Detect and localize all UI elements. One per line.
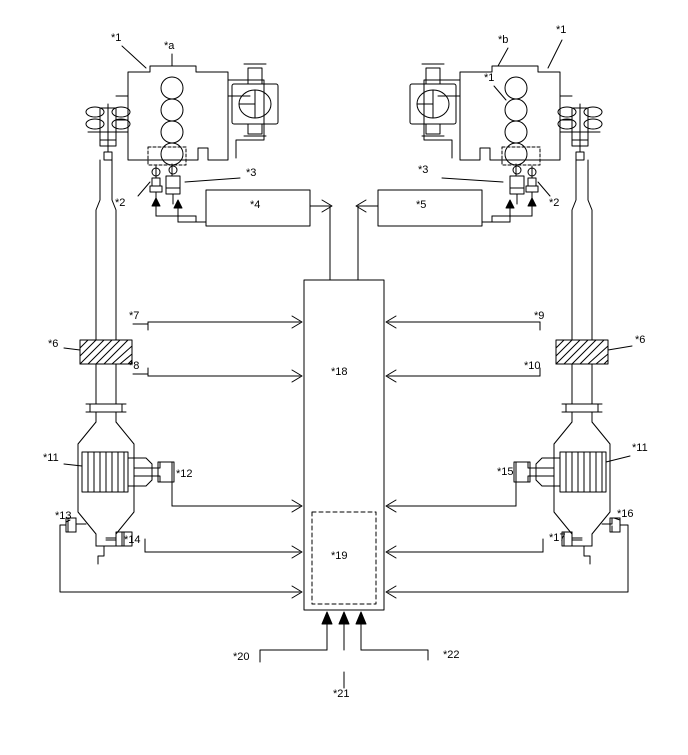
left-injector-group xyxy=(137,163,241,223)
label-15: *15 xyxy=(497,466,514,478)
label-18: *18 xyxy=(331,366,348,378)
right-turbocharger xyxy=(557,103,603,161)
label-19: *19 xyxy=(331,550,348,562)
box-4 xyxy=(205,189,311,227)
label-17: *17 xyxy=(549,532,566,544)
label-7: *7 xyxy=(129,310,140,322)
label-11-right: *11 xyxy=(632,442,648,454)
label-8: *8 xyxy=(129,360,140,372)
label-21: *21 xyxy=(333,688,350,700)
label-b: *b xyxy=(498,34,509,46)
left-turbocharger xyxy=(85,103,131,161)
label-2-left: *2 xyxy=(115,197,126,209)
label-22: *22 xyxy=(443,649,460,661)
label-9: *9 xyxy=(534,310,545,322)
left-engine-assembly xyxy=(85,63,279,331)
right-engine-assembly xyxy=(409,63,603,331)
label-12: *12 xyxy=(176,468,193,480)
label-a: *a xyxy=(164,40,175,52)
label-1-right: *1 xyxy=(556,24,567,36)
label-14: *14 xyxy=(124,534,141,546)
label-13: *13 xyxy=(55,510,72,522)
right-exhaust-line xyxy=(513,329,621,565)
label-11-left: *11 xyxy=(43,452,59,464)
label-1-left: *1 xyxy=(111,32,122,44)
ecu-inner-19 xyxy=(311,511,377,605)
label-3-right: *3 xyxy=(418,164,429,176)
right-injector-group xyxy=(441,163,551,223)
ecu-box-18 xyxy=(303,279,385,611)
label-20: *20 xyxy=(233,651,250,663)
label-1-center: *1 xyxy=(484,72,495,84)
label-10: *10 xyxy=(524,360,541,372)
label-16: *16 xyxy=(617,508,634,520)
label-6-left: *6 xyxy=(48,338,59,350)
label-3-left: *3 xyxy=(246,167,257,179)
label-2-right: *2 xyxy=(549,197,560,209)
label-5: *5 xyxy=(416,199,427,211)
label-4: *4 xyxy=(250,199,261,211)
left-exhaust-line xyxy=(65,329,175,565)
box-5 xyxy=(377,189,483,227)
label-6-right: *6 xyxy=(635,334,646,346)
